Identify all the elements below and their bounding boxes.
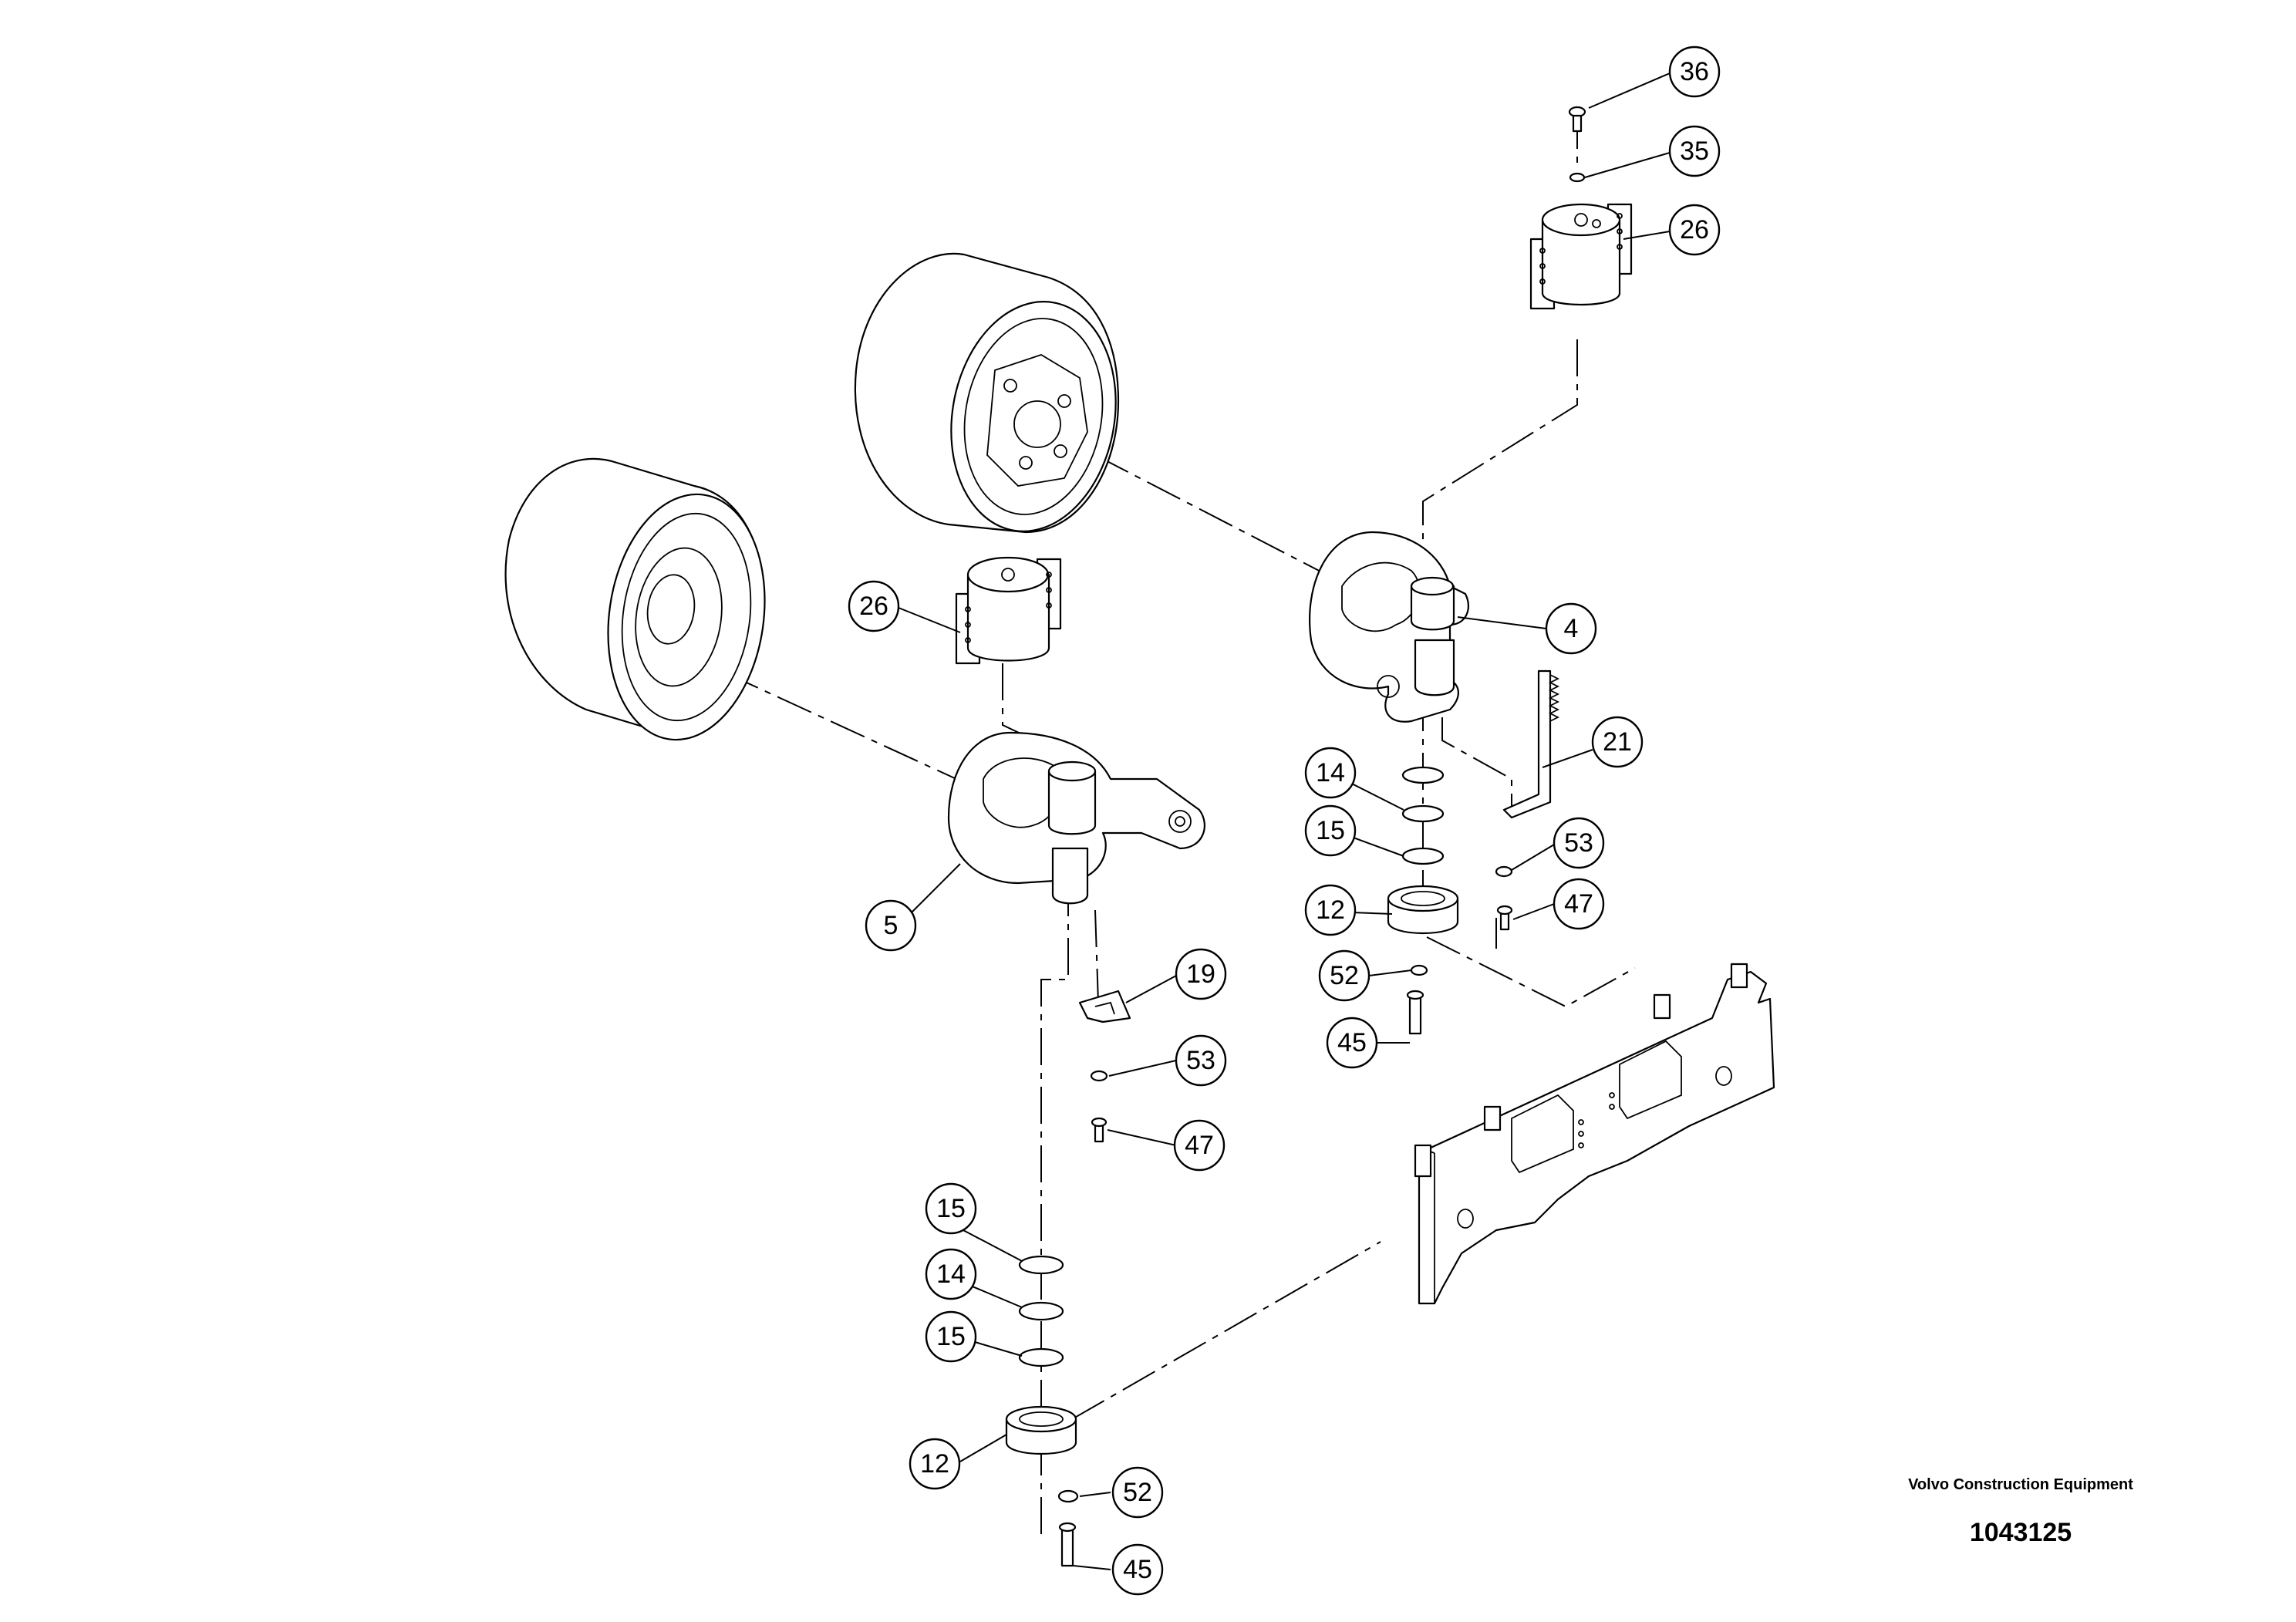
callout-26-upper: 26 bbox=[1668, 204, 1721, 256]
company-name: Volvo Construction Equipment bbox=[1908, 1476, 2133, 1493]
motor-block-left bbox=[955, 556, 1062, 665]
callout-15-left-upper: 15 bbox=[925, 1182, 977, 1235]
callout-35-label: 35 bbox=[1680, 137, 1709, 166]
callout-47-left-label: 47 bbox=[1185, 1131, 1214, 1160]
assembly-lines bbox=[670, 112, 1636, 1535]
callout-26-left-label: 26 bbox=[859, 592, 888, 621]
callout-26-upper-label: 26 bbox=[1680, 215, 1709, 244]
drawing-number: 1043125 bbox=[1969, 1518, 2072, 1547]
mounting-plate bbox=[1414, 963, 1775, 1305]
callout-12-right: 12 bbox=[1304, 884, 1357, 936]
bolt-45-left bbox=[1058, 1522, 1077, 1567]
callout-15-left-upper-label: 15 bbox=[936, 1194, 966, 1223]
washer-35 bbox=[1569, 172, 1586, 183]
bracket-part bbox=[1078, 990, 1131, 1023]
callout-15-right-label: 15 bbox=[1316, 816, 1345, 845]
washer-53-right bbox=[1495, 865, 1513, 878]
callout-45-right-label: 45 bbox=[1337, 1028, 1367, 1057]
left-wheel bbox=[504, 457, 766, 741]
callout-53-left-label: 53 bbox=[1186, 1046, 1215, 1075]
callout-52-right: 52 bbox=[1318, 949, 1371, 1002]
washer-53-left bbox=[1090, 1070, 1108, 1082]
seal-rings-right bbox=[1401, 766, 1445, 865]
callout-19-label: 19 bbox=[1186, 959, 1215, 989]
callout-53-right-label: 53 bbox=[1564, 828, 1593, 858]
callout-26-left: 26 bbox=[848, 580, 900, 632]
washer-52-right bbox=[1410, 964, 1428, 976]
callout-45-left-label: 45 bbox=[1123, 1555, 1152, 1584]
callout-35: 35 bbox=[1668, 125, 1721, 177]
screw-36 bbox=[1568, 106, 1586, 133]
hub-left bbox=[1005, 1405, 1077, 1455]
callout-14-left-label: 14 bbox=[936, 1259, 966, 1289]
callout-12-right-label: 12 bbox=[1316, 895, 1345, 925]
callout-52-left-label: 52 bbox=[1123, 1478, 1152, 1507]
callout-53-left: 53 bbox=[1175, 1034, 1227, 1087]
callout-5-label: 5 bbox=[884, 911, 899, 940]
callout-36-label: 36 bbox=[1680, 57, 1709, 86]
callout-14-left: 14 bbox=[925, 1248, 977, 1300]
callout-4: 4 bbox=[1545, 602, 1597, 655]
callout-36: 36 bbox=[1668, 46, 1721, 98]
callout-47-right-label: 47 bbox=[1564, 889, 1593, 919]
callout-14-right: 14 bbox=[1304, 747, 1357, 799]
callout-4-label: 4 bbox=[1564, 614, 1579, 643]
callout-21-label: 21 bbox=[1603, 727, 1632, 757]
callout-53-right: 53 bbox=[1553, 817, 1605, 869]
callout-14-right-label: 14 bbox=[1316, 758, 1345, 787]
bolt-47-right bbox=[1496, 905, 1513, 931]
callout-47-left: 47 bbox=[1173, 1119, 1226, 1172]
bolt-47-left bbox=[1091, 1117, 1108, 1143]
callout-45-left: 45 bbox=[1111, 1543, 1164, 1596]
callout-21: 21 bbox=[1591, 716, 1644, 768]
callout-15-left-lower: 15 bbox=[925, 1310, 977, 1363]
motor-block-upper bbox=[1529, 203, 1633, 310]
callout-47-right: 47 bbox=[1553, 878, 1605, 930]
callout-52-right-label: 52 bbox=[1330, 961, 1359, 990]
callout-19: 19 bbox=[1175, 948, 1227, 1000]
callout-15-right: 15 bbox=[1304, 804, 1357, 857]
fork-right bbox=[1309, 531, 1469, 723]
washer-52-left bbox=[1057, 1489, 1079, 1503]
seal-rings-left bbox=[1018, 1255, 1064, 1367]
rack-part bbox=[1502, 669, 1560, 819]
fork-left bbox=[947, 731, 1205, 905]
callout-5: 5 bbox=[865, 899, 917, 952]
bolt-45-right bbox=[1406, 990, 1424, 1035]
callout-45-right: 45 bbox=[1326, 1017, 1378, 1069]
callout-12-left: 12 bbox=[909, 1438, 961, 1490]
callout-12-left-label: 12 bbox=[920, 1449, 949, 1479]
hub-right bbox=[1387, 885, 1459, 935]
callout-15-left-lower-label: 15 bbox=[936, 1322, 966, 1351]
callout-52-left: 52 bbox=[1111, 1466, 1164, 1519]
right-wheel bbox=[854, 252, 1120, 534]
